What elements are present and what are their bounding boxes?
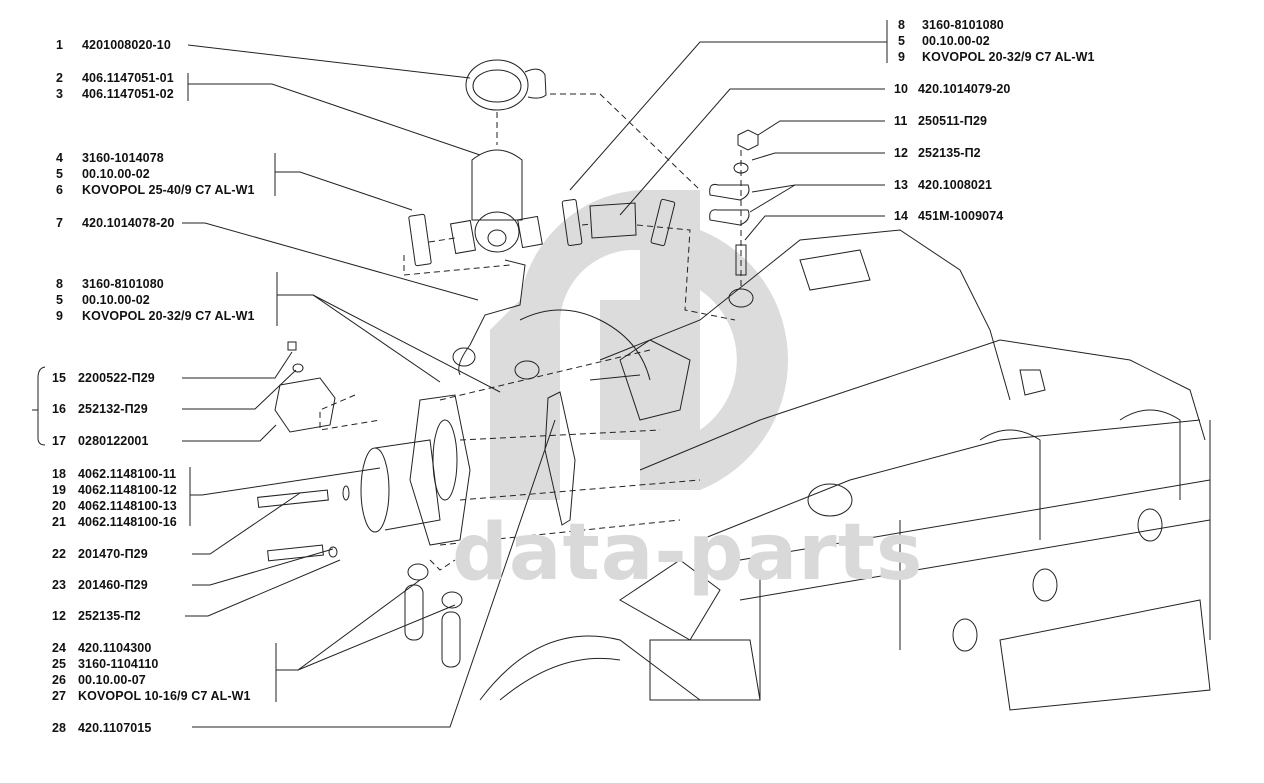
part-gasket [544, 391, 576, 526]
part-small-hoses [404, 563, 463, 668]
watermark-text: data-parts [452, 508, 924, 598]
part-sensor [274, 341, 336, 433]
part-throttle-body [257, 394, 471, 562]
engine-block [479, 229, 1211, 711]
part-thermostat-housing [449, 149, 543, 255]
part-hose-clamps-top [408, 198, 676, 267]
assembly-dashed-lines [319, 93, 742, 571]
part-hoses [452, 259, 651, 381]
leader-lines-right [569, 20, 888, 241]
watermark-logo [490, 190, 789, 500]
leader-lines-left [32, 44, 556, 728]
part-clamp-ring [465, 59, 547, 111]
